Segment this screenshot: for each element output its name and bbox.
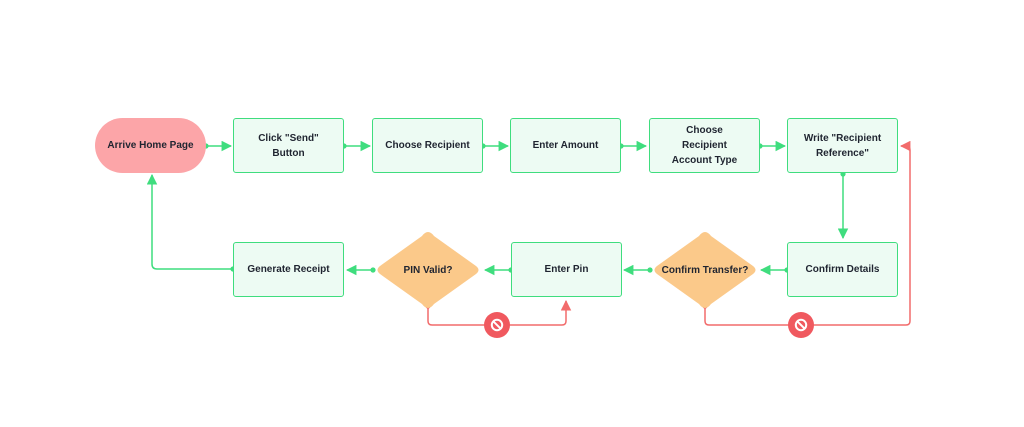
- node-label: Confirm Transfer?: [661, 264, 749, 276]
- node-choose-recipient[interactable]: Choose Recipient: [372, 118, 483, 173]
- decision-diamond-shape: [377, 232, 479, 308]
- node-label: Write "Recipient Reference": [803, 132, 882, 159]
- node-choose-recipient-account-type[interactable]: Choose Recipient Account Type: [649, 118, 760, 173]
- node-click-send-button[interactable]: Click "Send" Button: [233, 118, 344, 173]
- node-label: Choose Recipient Account Type: [671, 125, 738, 166]
- node-generate-receipt[interactable]: Generate Receipt: [233, 242, 344, 297]
- node-label: Enter Pin: [544, 264, 589, 275]
- node-arrive-home-page[interactable]: Arrive Home Page: [95, 118, 206, 173]
- node-label: Enter Amount: [532, 140, 599, 151]
- node-enter-pin[interactable]: Enter Pin: [511, 242, 622, 297]
- node-label: Choose Recipient: [385, 140, 470, 151]
- node-label: Generate Receipt: [247, 264, 330, 275]
- node-enter-amount[interactable]: Enter Amount: [510, 118, 621, 173]
- node-label: Click "Send" Button: [258, 132, 319, 159]
- prohibited-icon: [484, 312, 510, 338]
- decision-diamond-shape: [654, 232, 756, 308]
- node-label: PIN Valid?: [403, 264, 453, 276]
- node-label: Arrive Home Page: [107, 140, 194, 151]
- node-label: Confirm Details: [805, 264, 880, 275]
- prohibited-icon: [788, 312, 814, 338]
- node-confirm-details[interactable]: Confirm Details: [787, 242, 898, 297]
- edge-receipt-to-arrive: [146, 173, 233, 270]
- node-pin-valid-decision[interactable]: PIN Valid?: [373, 228, 483, 312]
- node-confirm-transfer-decision[interactable]: Confirm Transfer?: [650, 228, 760, 312]
- node-write-recipient-reference[interactable]: Write "Recipient Reference": [787, 118, 898, 173]
